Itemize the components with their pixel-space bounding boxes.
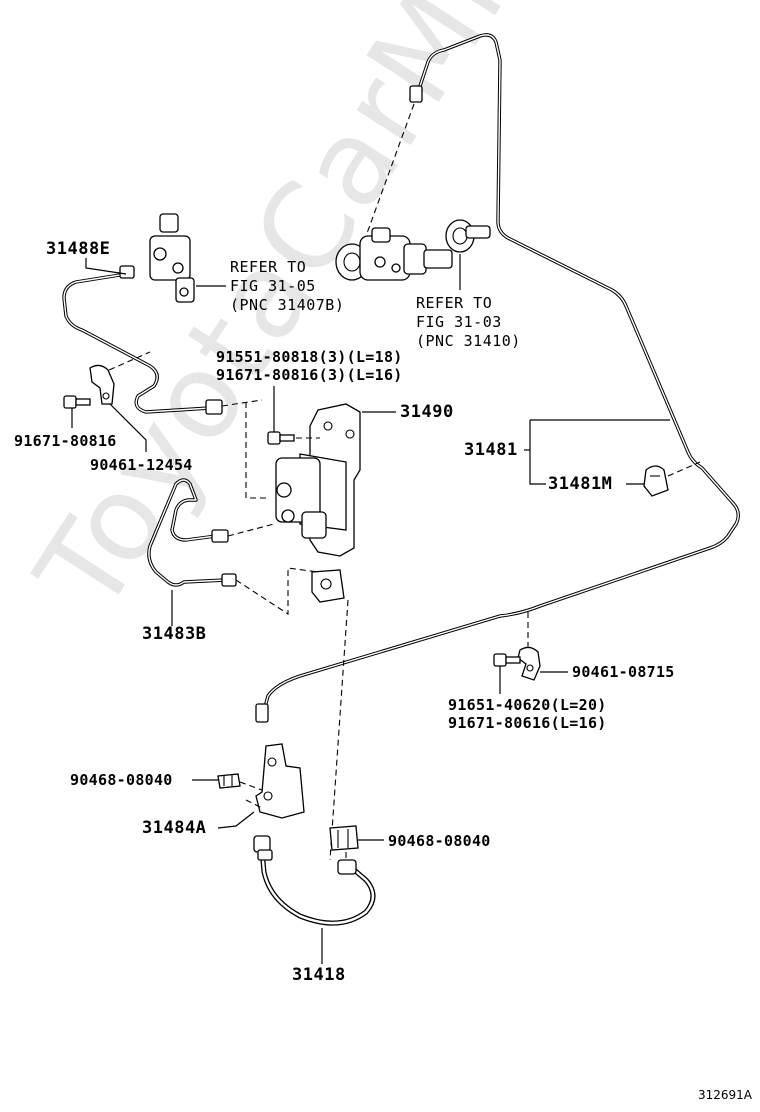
dash-31481m — [667, 461, 701, 477]
tube-31483B — [147, 478, 237, 587]
dash-31488e — [221, 399, 263, 407]
dash-clamp-upper — [99, 351, 151, 375]
dash-bracket-left — [245, 402, 270, 499]
dash-bracket-hose — [329, 599, 349, 861]
label-refer-a-3: (PNC 31407B) — [230, 296, 345, 314]
label-31418: 31418 — [292, 965, 346, 985]
bolt-91651-40620 — [493, 653, 521, 667]
bolt-91551-80818 — [267, 431, 295, 445]
label-91671-80816: 91671-80816 — [14, 432, 117, 450]
clutch-union-valve — [149, 213, 195, 303]
label-91651-40620: 91651-40620(L=20) — [448, 696, 607, 714]
label-90461-08715: 90461-08715 — [572, 663, 675, 681]
label-31481: 31481 — [464, 440, 518, 460]
dash-line-master — [365, 103, 415, 237]
part-number-91651: 91651-40620 — [448, 696, 551, 714]
line-nut-lower — [255, 703, 269, 723]
length-91551: (L=18) — [346, 348, 403, 366]
leader-31484a — [217, 811, 255, 829]
diagram-code: 312691A — [698, 1088, 753, 1102]
part-number-91551: 91551-80818 — [216, 348, 319, 366]
part-number-91671-80816-3: 91671-80816 — [216, 366, 319, 384]
clutch-line-31481 — [255, 33, 740, 723]
clip-90468-08040-a — [217, 773, 241, 789]
clamp-90461-08715 — [517, 646, 541, 681]
label-refer-b-1: REFER TO — [416, 294, 493, 312]
clutch-master-cylinder — [335, 219, 491, 281]
bolt-91671-80816 — [63, 395, 91, 409]
label-31488e: 31488E — [46, 239, 111, 259]
dash-31483b-lower — [235, 567, 319, 616]
leader-31481 — [529, 420, 546, 485]
qty-91551: (3) — [318, 348, 347, 366]
bracket-31490 — [275, 403, 361, 603]
leader-90461-12454 — [109, 403, 147, 452]
tube-31488E — [62, 265, 223, 415]
part-number-91671-80616: 91671-80616 — [448, 714, 551, 732]
label-31481m: 31481M — [548, 474, 613, 494]
label-refer-a-2: FIG 31-05 — [230, 277, 316, 295]
label-31484a: 31484A — [142, 818, 207, 838]
hose-31418 — [253, 835, 376, 926]
label-refer-b-2: FIG 31-03 — [416, 313, 502, 331]
label-refer-a-1: REFER TO — [230, 258, 307, 276]
clamp-90461-12454 — [89, 364, 115, 405]
dash-clip-a — [239, 781, 263, 791]
line-nut-upper — [409, 85, 423, 103]
label-refer-b-3: (PNC 31410) — [416, 332, 521, 350]
label-31483b: 31483B — [142, 624, 207, 644]
label-91671-80616: 91671-80616(L=16) — [448, 714, 607, 732]
dash-31483b-upper — [227, 523, 275, 537]
label-90468-08040-b: 90468-08040 — [388, 832, 491, 850]
bracket-31484A — [255, 743, 305, 819]
label-31490: 31490 — [400, 402, 454, 422]
length-91651: (L=20) — [550, 696, 607, 714]
label-90468-08040-a: 90468-08040 — [70, 771, 173, 789]
length-91671-80616: (L=16) — [550, 714, 607, 732]
leader-31488e — [85, 258, 127, 275]
clip-90468-08040-b — [329, 825, 359, 851]
label-91671-80816-3: 91671-80816(3)(L=16) — [216, 366, 403, 384]
label-91551-80818: 91551-80818(3)(L=18) — [216, 348, 403, 366]
cushion-31481M — [643, 465, 669, 497]
label-90461-12454: 90461-12454 — [90, 456, 193, 474]
length-91671-80816-3: (L=16) — [346, 366, 403, 384]
qty-91671-80816-3: (3) — [318, 366, 347, 384]
dash-31484a — [245, 799, 263, 809]
